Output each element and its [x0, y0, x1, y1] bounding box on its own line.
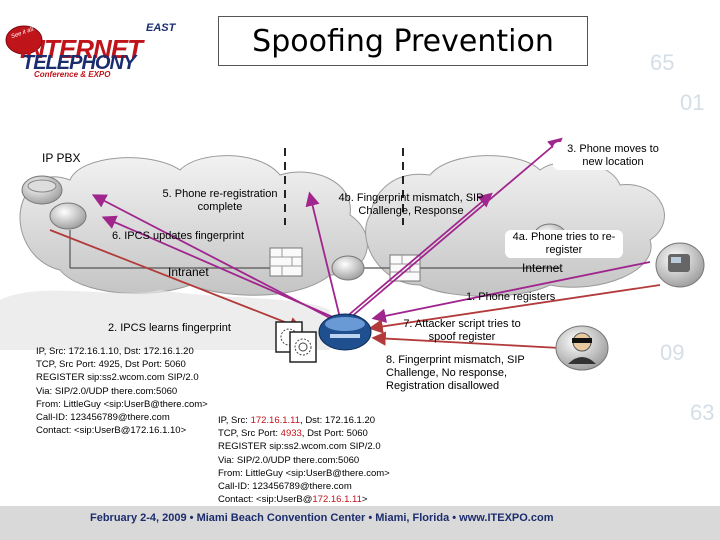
step2-label: 2. IPCS learns fingerprint [108, 322, 231, 335]
router-icon [50, 203, 86, 229]
intranet-label: Intranet [168, 266, 209, 279]
step1-label: 1. Phone registers [466, 291, 555, 304]
svg-text:63: 63 [690, 400, 714, 425]
slide-title: Spoofing Prevention [218, 16, 588, 66]
footer-text: February 2-4, 2009 • Miami Beach Convent… [90, 512, 553, 524]
packet-text: > [362, 494, 368, 505]
packet-line: From: LittleGuy <sip:UserB@there.com> [36, 398, 208, 411]
packet-line: REGISTER sip:ss2.wcom.com SIP/2.0 [36, 371, 208, 384]
valid-register-packet: IP, Src: 172.16.1.10, Dst: 172.16.1.20 T… [36, 345, 208, 437]
packet-line: Contact: <sip:UserB@172.16.1.10> [36, 424, 208, 437]
packet-line: IP, Src: 172.16.1.10, Dst: 172.16.1.20 [36, 345, 208, 358]
packet-text: , Dst Port: 5060 [302, 428, 368, 439]
packet-text: IP, Src: [218, 415, 251, 426]
packet-text: , Dst: 172.16.1.20 [300, 415, 375, 426]
packet-line: Contact: <sip:UserB@172.16.1.11> [218, 493, 390, 506]
step5-label: 5. Phone re-registration complete [150, 188, 290, 214]
packet-line: Call-ID: 123456789@there.com [218, 480, 390, 493]
packet-text: Contact: <sip:UserB@ [218, 494, 312, 505]
step4b-label: 4b. Fingerprint mismatch, SIP Challenge,… [330, 192, 492, 218]
step3-label: 3. Phone moves to new location [553, 142, 673, 170]
packet-line: TCP, Src Port: 4933, Dst Port: 5060 [218, 427, 390, 440]
svg-text:01: 01 [680, 90, 704, 115]
spoofed-port: 4933 [281, 428, 302, 439]
step6-label: 6. IPCS updates fingerprint [112, 230, 244, 243]
router-icon [332, 256, 364, 280]
ip-pbx-label: IP PBX [42, 152, 80, 165]
packet-text: TCP, Src Port: [218, 428, 281, 439]
step8-label: 8. Fingerprint mismatch, SIP Challenge, … [386, 354, 536, 393]
spoofed-register-packet: IP, Src: 172.16.1.11, Dst: 172.16.1.20 T… [218, 414, 390, 506]
svg-text:65: 65 [650, 50, 674, 75]
ipcs-server-icon [319, 314, 371, 350]
spoofed-contact-ip: 172.16.1.11 [312, 494, 361, 505]
packet-line: From: LittleGuy <sip:UserB@there.com> [218, 467, 390, 480]
packet-line: REGISTER sip:ss2.wcom.com SIP/2.0 [218, 440, 390, 453]
internet-label: Internet [522, 262, 563, 275]
packet-line: TCP, Src Port: 4925, Dst Port: 5060 [36, 358, 208, 371]
packet-line: Via: SIP/2.0/UDP there.com:5060 [36, 385, 208, 398]
logo-conference: Conference & EXPO [34, 70, 110, 79]
router-icon [22, 176, 62, 204]
spoofed-ip: 172.16.1.11 [251, 415, 300, 426]
step4a-label: 4a. Phone tries to re-register [505, 230, 623, 258]
svg-text:09: 09 [660, 340, 684, 365]
packet-line: Via: SIP/2.0/UDP there.com:5060 [218, 454, 390, 467]
packet-line: Call-ID: 123456789@there.com [36, 411, 208, 424]
step7-label: 7. Attacker script tries to spoof regist… [392, 318, 532, 344]
logo-east: EAST [146, 22, 175, 34]
ip-phone-icon [656, 243, 704, 287]
packet-line: IP, Src: 172.16.1.11, Dst: 172.16.1.20 [218, 414, 390, 427]
attacker-icon [556, 326, 608, 370]
firewall-icon [270, 248, 302, 276]
